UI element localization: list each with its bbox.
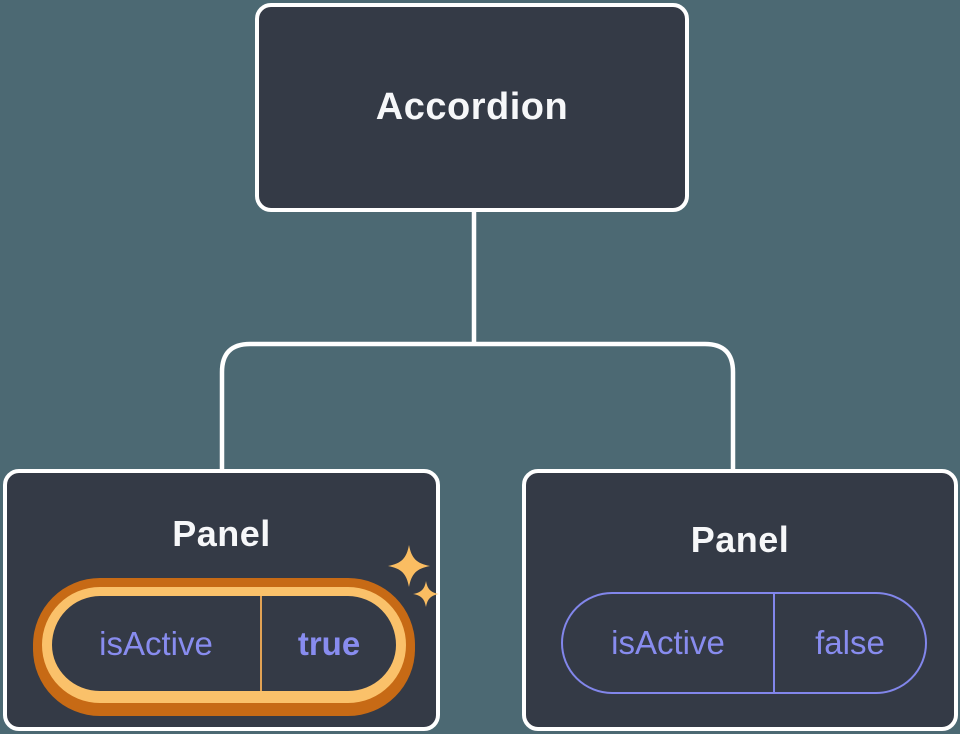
state-value-label: false — [815, 624, 885, 661]
state-key-label: isActive — [611, 624, 725, 661]
panel-node-active: Panel isActive true — [3, 469, 440, 731]
state-key-label: isActive — [99, 624, 213, 662]
root-component-label: Accordion — [375, 86, 569, 128]
panel-title: Panel — [172, 513, 271, 554]
sparkle-icon-small — [413, 581, 439, 607]
root-component-node: Accordion — [255, 3, 689, 212]
state-value-label: true — [297, 624, 361, 662]
state-pill-inactive: isActive false — [561, 592, 927, 694]
sparkle-icon-large — [388, 545, 430, 587]
pill-divider — [260, 596, 262, 691]
state-pill-active: isActive true — [42, 587, 406, 703]
panel-node-inactive: Panel isActive false — [522, 469, 958, 731]
connector-branch — [219, 341, 736, 471]
pill-divider — [773, 594, 775, 692]
panel-title: Panel — [690, 519, 790, 560]
sparkle-icon — [388, 545, 439, 607]
